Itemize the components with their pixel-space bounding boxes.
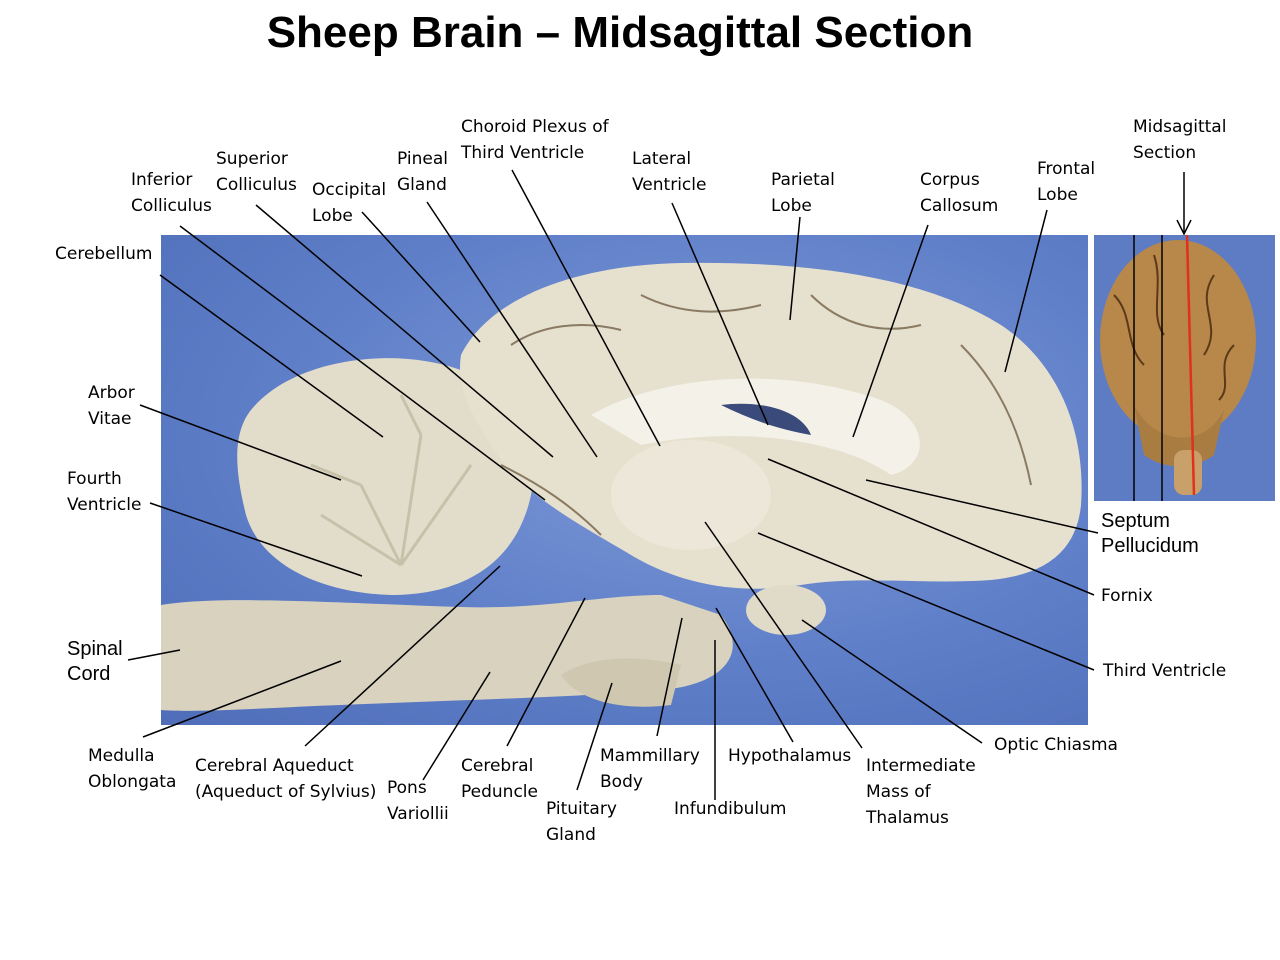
label-line: Fourth (67, 469, 122, 489)
label-cerebellum: Cerebellum (55, 244, 153, 264)
dorsal-cerebellum-shape (1134, 405, 1224, 467)
label-line: Spinal (67, 638, 123, 660)
label-line: Lobe (312, 206, 353, 226)
label-line: Section (1133, 143, 1197, 163)
label-line: Lobe (771, 196, 812, 216)
label-line: Arbor (88, 383, 135, 403)
optic-chiasma-shape (746, 585, 826, 635)
label-line: Intermediate (866, 756, 976, 776)
label-pituitary-gland: Pituitary Gland (546, 796, 617, 848)
label-line: Pituitary (546, 799, 617, 819)
label-line: Lobe (1037, 185, 1078, 205)
arrowhead (1176, 219, 1192, 236)
label-line: Mammillary (600, 746, 700, 766)
label-line: Midsagittal (1133, 117, 1227, 137)
label-septum-pellucidum: Septum Pellucidum (1101, 509, 1199, 559)
label-line: Cord (67, 663, 111, 685)
midsagittal-cut-line (1185, 235, 1196, 496)
label-pineal-gland: Pineal Gland (397, 146, 448, 198)
label-midsagittal-section: Midsagittal Section (1133, 114, 1226, 166)
dorsal-brainstem-shape (1174, 450, 1202, 495)
label-line: Gland (546, 825, 596, 845)
label-line: Pons (387, 778, 427, 798)
label-line: Gland (397, 175, 447, 195)
label-spinal-cord: Spinal Cord (67, 637, 123, 687)
label-corpus-callosum: Corpus Callosum (920, 167, 998, 219)
label-line: Pellucidum (1101, 535, 1199, 557)
label-line: Variollii (387, 804, 449, 824)
label-hypothalamus: Hypothalamus (728, 746, 852, 766)
label-medulla-oblongata: Medulla Oblongata (88, 743, 176, 795)
label-line: Parietal (771, 170, 835, 190)
label-line: Septum (1101, 510, 1170, 532)
label-line: Ventricle (67, 495, 142, 515)
label-line: Frontal (1037, 159, 1096, 179)
label-line: Inferior (131, 170, 193, 190)
label-line: Body (600, 772, 643, 792)
label-line: Oblongata (88, 772, 177, 792)
label-lateral-ventricle: Lateral Ventricle (632, 146, 706, 198)
label-line: Vitae (88, 409, 132, 429)
label-superior-colliculus: Superior Colliculus (216, 146, 297, 198)
label-optic-chiasma: Optic Chiasma (994, 735, 1118, 755)
label-line: Callosum (920, 196, 999, 216)
label-fornix: Fornix (1101, 586, 1153, 606)
dorsal-brain-shape (1100, 240, 1256, 440)
label-parietal-lobe: Parietal Lobe (771, 167, 835, 219)
label-line: (Aqueduct of Sylvius) (195, 782, 377, 802)
label-fourth-ventricle: Fourth Ventricle (67, 466, 141, 518)
label-line: Occipital (312, 180, 387, 200)
label-inferior-colliculus: Inferior Colliculus (131, 167, 212, 219)
sheep-brain-midsagittal-photo (161, 235, 1088, 725)
label-line: Corpus (920, 170, 980, 190)
label-pons: Pons Variollii (387, 775, 449, 827)
label-occipital-lobe: Occipital Lobe (312, 177, 386, 229)
dorsal-brain-illustration (1100, 235, 1256, 501)
label-infundibulum: Infundibulum (674, 799, 787, 819)
label-line: Cerebral (461, 756, 534, 776)
label-line: Superior (216, 149, 288, 169)
label-line: Peduncle (461, 782, 538, 802)
label-line: Colliculus (216, 175, 297, 195)
label-cerebral-peduncle: Cerebral Peduncle (461, 753, 538, 805)
label-line: Cerebral Aqueduct (195, 756, 354, 776)
label-line: Choroid Plexus of (461, 117, 609, 137)
label-mammillary-body: Mammillary Body (600, 743, 700, 795)
label-choroid-plexus: Choroid Plexus of Third Ventricle (461, 114, 609, 166)
label-line: Pineal (397, 149, 448, 169)
brain-illustration (161, 262, 1082, 711)
label-line: Medulla (88, 746, 155, 766)
label-line: Lateral (632, 149, 692, 169)
label-arbor-vitae: Arbor Vitae (88, 380, 135, 432)
gyri-lines (1113, 254, 1235, 401)
page-title: Sheep Brain – Midsagittal Section (266, 8, 974, 57)
label-line: Colliculus (131, 196, 212, 216)
label-cerebral-aqueduct: Cerebral Aqueduct (Aqueduct of Sylvius) (195, 753, 376, 805)
label-line: Third Ventricle (461, 143, 585, 163)
thalamus-shape (611, 440, 771, 550)
label-third-ventricle: Third Ventricle (1103, 661, 1227, 681)
dorsal-view-inset (1094, 235, 1275, 501)
label-line: Ventricle (632, 175, 707, 195)
label-intermediate-mass: Intermediate Mass of Thalamus (866, 753, 976, 831)
label-line: Mass of (866, 782, 931, 802)
label-frontal-lobe: Frontal Lobe (1037, 156, 1095, 208)
label-line: Thalamus (866, 808, 949, 828)
